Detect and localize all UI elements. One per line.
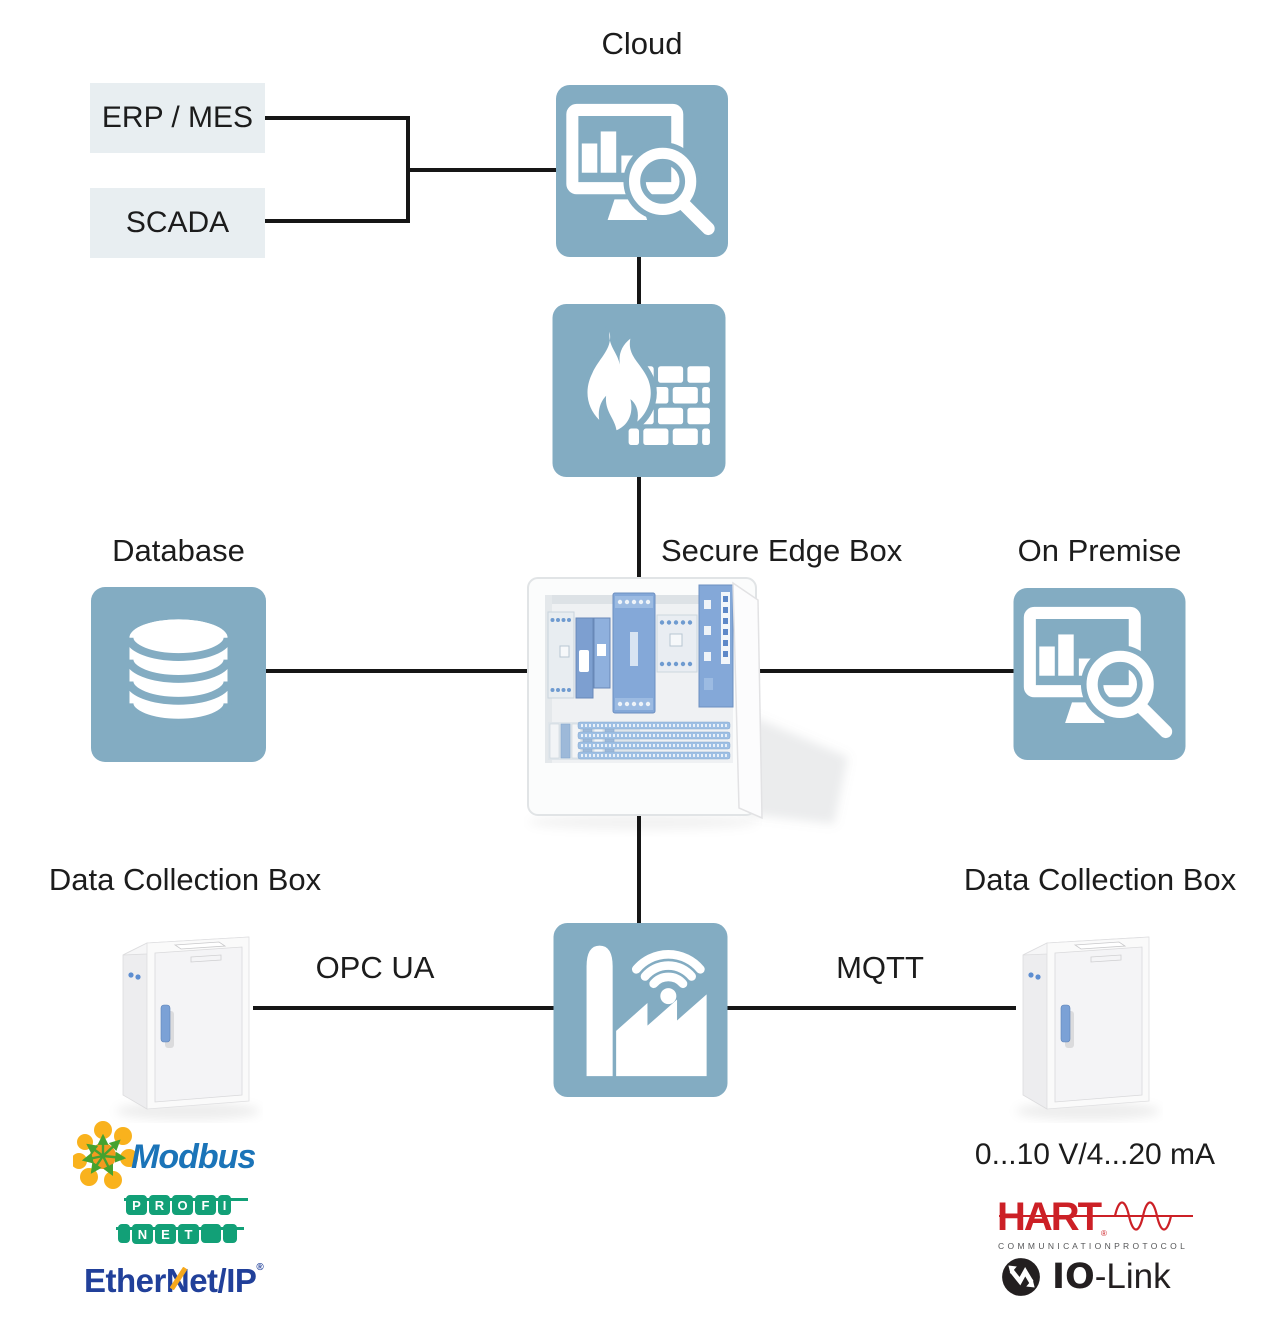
firewall-icon: [552, 304, 726, 477]
io-link-bold: IO: [1052, 1257, 1095, 1297]
status-led: [1028, 972, 1034, 978]
magnifier-icon: [1080, 645, 1181, 747]
din-modules-top: [547, 584, 734, 714]
io-link-icon: [1002, 1258, 1040, 1296]
analog-signal-label: 0...10 V/4...20 mA: [974, 1138, 1216, 1171]
wifi-icon: [631, 949, 705, 1005]
factory-icon: [586, 945, 707, 1077]
svg-text:O: O: [177, 1198, 187, 1213]
connector-database-edgebox: [265, 669, 645, 673]
profinet-letters-top: P R O F I: [132, 1198, 226, 1213]
door-slot: [1090, 954, 1122, 963]
cabinet-side: [1022, 942, 1048, 1110]
on-premise-label: On Premise: [1017, 533, 1182, 568]
cabinet-side: [122, 942, 148, 1110]
hart-logo: HART ® C O M M U N I C A T I O N P R O T…: [997, 1195, 1193, 1251]
connector-edgebox-factory: [637, 796, 641, 926]
data-collection-box-left: [116, 936, 260, 1120]
cabinet-door: [732, 581, 763, 820]
svg-text:I: I: [223, 1198, 227, 1213]
connector-dcbleft-factory: [253, 1006, 555, 1010]
svg-text:P: P: [132, 1198, 141, 1213]
erp-mes-box: ERP / MES: [90, 83, 265, 153]
door-handle: [160, 1004, 171, 1043]
modbus-wordmark: Modbus: [131, 1138, 255, 1176]
door-handle: [1060, 1004, 1071, 1043]
secure-edge-box-cabinet: [527, 577, 848, 830]
database-label: Database: [112, 533, 245, 568]
ethernet-ip-logo: EtherNet/IP®: [84, 1262, 264, 1300]
top-slot: [1073, 941, 1127, 950]
cabinet-door: [154, 946, 243, 1103]
data-collection-box-right-label: Data Collection Box: [963, 862, 1237, 897]
ethernet-ip-n: N: [165, 1262, 190, 1299]
profinet-tiles-bottom: [116, 1224, 244, 1244]
secure-edge-box-label: Secure Edge Box: [661, 533, 903, 568]
hart-reg: ®: [1101, 1229, 1107, 1238]
ethernet-ip-prefix: Ether: [84, 1262, 166, 1299]
mqtt-label: MQTT: [836, 950, 924, 985]
connector-scada-bracket: [263, 219, 410, 223]
database-cylinder-icon: [125, 619, 232, 727]
top-slot: [173, 941, 227, 950]
connector-bracket-cloud: [406, 168, 556, 172]
magnifier-icon: [623, 142, 723, 244]
connector-cloud-firewall: [637, 254, 641, 307]
io-link-logo: IO-Link: [1000, 1256, 1171, 1298]
cabinet-door: [1054, 946, 1143, 1103]
scada-box: SCADA: [90, 188, 265, 258]
io-link-rest: -Link: [1094, 1257, 1171, 1296]
svg-text:T: T: [185, 1227, 193, 1242]
cloud-analytics-icon: [556, 85, 728, 257]
svg-text:N: N: [138, 1227, 147, 1242]
data-collection-box-left-label: Data Collection Box: [48, 862, 322, 897]
on-premise-analytics-icon: [1013, 588, 1186, 760]
flame-icon: [581, 325, 657, 437]
connector-erp-bracket: [263, 116, 410, 120]
connector-factory-dcbright: [726, 1006, 1016, 1010]
connector-edgebox-onpremise: [748, 669, 1014, 673]
factory-wifi-icon: [553, 923, 728, 1097]
hart-sine-wave: [1113, 1201, 1173, 1231]
opc-ua-label: OPC UA: [315, 950, 435, 985]
profinet-tiles-top: [124, 1195, 248, 1215]
erp-mes-label: ERP / MES: [101, 101, 254, 134]
cabinet-floor-shadow: [528, 814, 758, 830]
status-led: [135, 974, 141, 980]
modbus-node-icon: [73, 1121, 138, 1189]
scada-label: SCADA: [125, 206, 230, 239]
ethernet-ip-reg: ®: [256, 1262, 264, 1273]
svg-text:F: F: [202, 1198, 210, 1213]
data-collection-box-right: [1016, 936, 1160, 1120]
din-modules-bottom: [548, 721, 731, 760]
svg-text:R: R: [155, 1198, 165, 1213]
status-led: [128, 972, 134, 978]
door-slot: [190, 954, 222, 963]
database-icon: [91, 587, 266, 762]
cloud-label: Cloud: [601, 26, 683, 61]
svg-text:E: E: [161, 1227, 170, 1242]
connector-firewall-edgebox: [637, 475, 641, 587]
status-led: [1035, 974, 1041, 980]
hart-subtitle: C O M M U N I C A T I O N P R O T O C O …: [998, 1241, 1185, 1251]
profinet-logo: P R O F I N E T: [116, 1195, 248, 1244]
modbus-logo: Modbus: [73, 1121, 256, 1189]
profinet-letters-bottom: N E T: [138, 1227, 193, 1242]
door-shadow: [742, 712, 848, 824]
ethernet-ip-suffix: et/IP: [189, 1262, 257, 1299]
hart-line: [999, 1215, 1193, 1217]
